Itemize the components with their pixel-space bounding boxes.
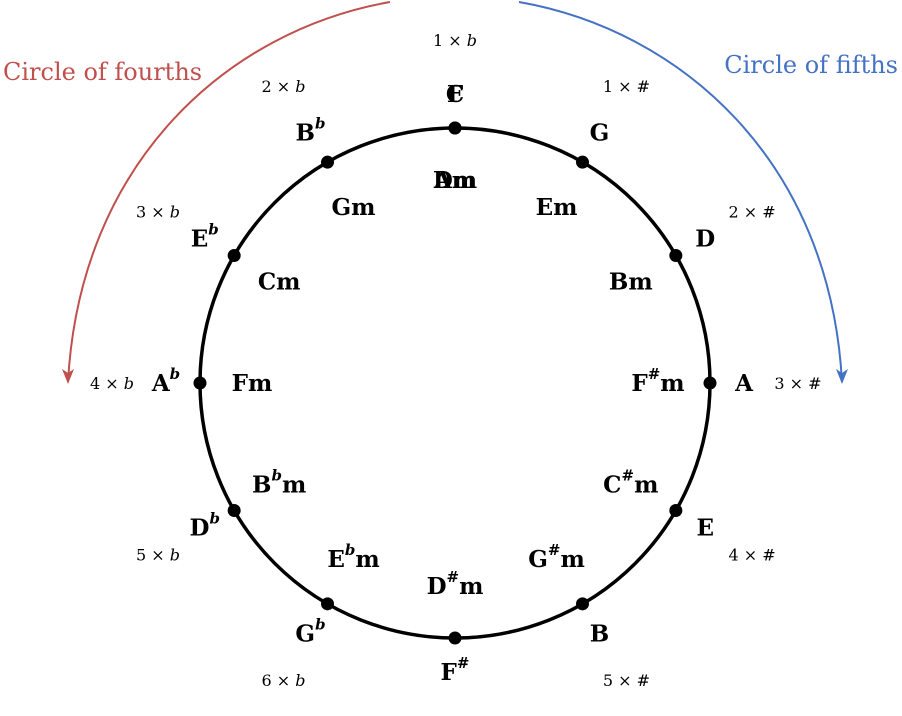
key-dot [703, 376, 717, 390]
fifths-arrow [518, 1, 843, 383]
key-signature-label: 5 × # [603, 671, 650, 690]
key-node: Ab Fm 4 × b [90, 365, 272, 397]
major-key-label: C [446, 81, 464, 108]
key-node: G Em 1 × # [536, 76, 651, 220]
key-dot [576, 597, 589, 611]
key-node: A F#m 3 × # [631, 365, 821, 397]
minor-key-label: Bm [609, 268, 653, 295]
major-key-label: E [697, 514, 715, 541]
key-dot [227, 504, 241, 517]
minor-key-label: Ebm [327, 541, 379, 573]
key-node: F Dm 1 × b [433, 31, 477, 194]
key-signature-label: 3 × # [774, 374, 821, 393]
fourths-arrow [67, 1, 391, 383]
minor-key-label: Em [536, 194, 578, 221]
minor-key-label: Cm [258, 268, 301, 295]
key-signature-label: 3 × b [136, 202, 180, 221]
minor-key-label: D#m [427, 568, 484, 600]
key-node: E C#m 4 × # [603, 467, 775, 565]
key-signature-label: 5 × b [136, 545, 180, 564]
major-key-label: Ab [151, 365, 180, 397]
key-signature-label: 2 × b [261, 76, 305, 95]
fifths-arrowhead [836, 369, 848, 384]
key-signature-label: 1 × # [603, 76, 650, 95]
major-key-label: Eb [191, 221, 219, 253]
fourths-arrowhead [62, 369, 74, 384]
major-key-label: A [734, 370, 754, 397]
major-key-label: Bb [296, 115, 326, 147]
key-dot [321, 597, 334, 611]
key-signature-label: 6 × b [261, 671, 305, 690]
key-node: F#D#m6 × # [427, 568, 484, 686]
key-dot [321, 155, 334, 169]
major-key-label: F [447, 81, 464, 108]
fourths-label: Circle of fourths [3, 58, 202, 86]
minor-key-label: Bbm [252, 467, 306, 499]
minor-key-label: Dm [433, 167, 477, 194]
minor-key-label: Am [433, 167, 476, 194]
key-dot [576, 155, 589, 169]
key-dot [669, 249, 683, 262]
minor-key-label: Fm [232, 370, 273, 397]
major-key-label: Gb [295, 615, 325, 647]
key-node: B G#m 5 × # [528, 541, 650, 690]
key-dot [227, 249, 241, 262]
minor-key-label: C#m [603, 467, 658, 499]
key-node: D Bm 2 × # [609, 202, 776, 295]
key-signature-label: 2 × # [728, 202, 775, 221]
key-node: Gb Ebm 6 × b [261, 541, 379, 690]
key-signature-label: 4 × b [90, 374, 134, 393]
minor-key-label: F#m [631, 365, 684, 397]
fifths-label: Circle of fifths [724, 51, 898, 79]
major-key-label: B [590, 620, 609, 647]
key-signature-label: 1 × b [433, 31, 477, 50]
key-dot [448, 631, 462, 645]
major-key-label: F# [441, 654, 470, 686]
minor-key-label: Gm [332, 194, 376, 221]
key-node: Db Bbm 5 × b [136, 467, 306, 565]
key-signature-label: 4 × # [728, 545, 775, 564]
minor-key-label: G#m [528, 541, 585, 573]
key-dot [193, 376, 207, 390]
major-key-label: G [590, 119, 610, 146]
keys-layer: C Am G Em 1 × # D Bm 2 × # A F#m 3 × # E C#m 4 × # B G#… [90, 31, 822, 690]
key-dot [669, 504, 683, 517]
key-dot [448, 121, 462, 135]
major-key-label: Db [189, 510, 219, 542]
major-key-label: D [695, 225, 715, 252]
